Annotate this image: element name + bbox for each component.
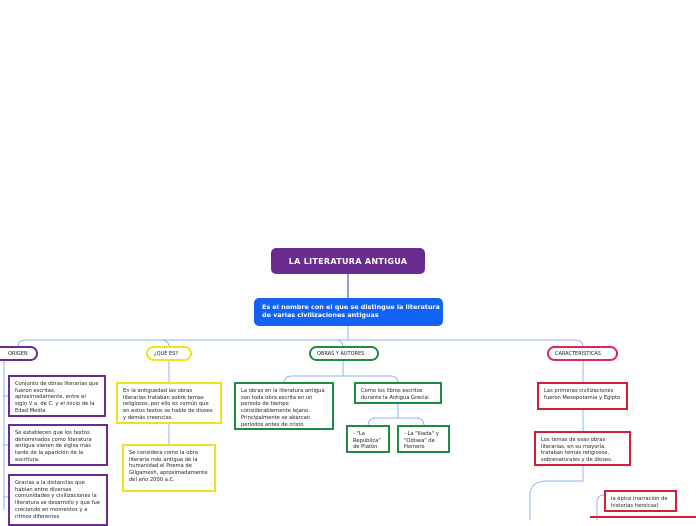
- caracteristicas-item-3[interactable]: la épica (narración de historias heroica…: [604, 490, 677, 512]
- branch-obras-label: OBRAS Y AUTORES: [317, 350, 365, 357]
- obras-greek-box[interactable]: Como los libros escritos durante la Anti…: [354, 382, 442, 404]
- caracteristicas-item-4-edge: [590, 516, 696, 520]
- origen-item-2[interactable]: Se establecen que los textos denominados…: [8, 424, 108, 466]
- branch-caracteristicas[interactable]: CARACTERISTICAS: [547, 346, 618, 361]
- origen-item-3-text: Gracias a la distancias que habían entre…: [15, 480, 100, 520]
- obras-left-box[interactable]: La obras en la literatura antigua son to…: [234, 382, 334, 430]
- definition-text: Es el nombre con el que se distingue la …: [262, 303, 440, 319]
- caracteristicas-item-1[interactable]: Las primeras civilizaciones fueron Mesop…: [537, 382, 628, 410]
- central-topic[interactable]: LA LITERATURA ANTIGUA: [271, 248, 425, 274]
- obras-left-text: La obras en la literatura antigua son to…: [241, 388, 325, 428]
- que-es-item-2-text: Se considera como la obra literaria más …: [129, 450, 208, 483]
- obras-republica-box[interactable]: - "La República" de Platón: [346, 425, 390, 453]
- que-es-item-2[interactable]: Se considera como la obra literaria más …: [122, 444, 216, 492]
- branch-origen[interactable]: ORIGEN: [0, 346, 38, 361]
- caracteristicas-item-2[interactable]: Los temas de esas obras literarias, en s…: [534, 431, 631, 466]
- branch-caracteristicas-label: CARACTERISTICAS: [555, 350, 601, 357]
- origen-item-1[interactable]: Conjunto de obras literarias que fueron …: [8, 375, 106, 417]
- caracteristicas-item-2-text: Los temas de esas obras literarias, en s…: [541, 437, 613, 464]
- origen-item-3[interactable]: Gracias a la distancias que habían entre…: [8, 474, 108, 526]
- origen-item-2-text: Se establecen que los textos denominados…: [15, 430, 92, 463]
- obras-iliada-box[interactable]: - La "Iliada" y "Odisea" de Homero: [397, 425, 450, 453]
- obras-iliada-text: - La "Iliada" y "Odisea" de Homero: [404, 431, 439, 451]
- definition-node[interactable]: Es el nombre con el que se distingue la …: [254, 298, 443, 326]
- caracteristicas-item-1-text: Las primeras civilizaciones fueron Mesop…: [544, 388, 621, 401]
- origen-item-1-text: Conjunto de obras literarias que fueron …: [15, 381, 99, 414]
- obras-greek-text: Como los libros escritos durante la Anti…: [361, 388, 430, 401]
- que-es-item-1[interactable]: En la antiguedad las obras literarias tr…: [116, 382, 222, 424]
- branch-que-es-label: ¿QUE ES?: [154, 350, 178, 357]
- branch-origen-label: ORIGEN: [8, 350, 28, 357]
- branch-que-es[interactable]: ¿QUE ES?: [146, 346, 192, 361]
- caracteristicas-item-3-text: la épica (narración de historias heroica…: [611, 496, 668, 509]
- central-topic-label: LA LITERATURA ANTIGUA: [288, 256, 408, 266]
- obras-republica-text: - "La República" de Platón: [353, 431, 381, 451]
- que-es-item-1-text: En la antiguedad las obras literarias tr…: [123, 388, 213, 421]
- branch-obras-autores[interactable]: OBRAS Y AUTORES: [309, 346, 379, 361]
